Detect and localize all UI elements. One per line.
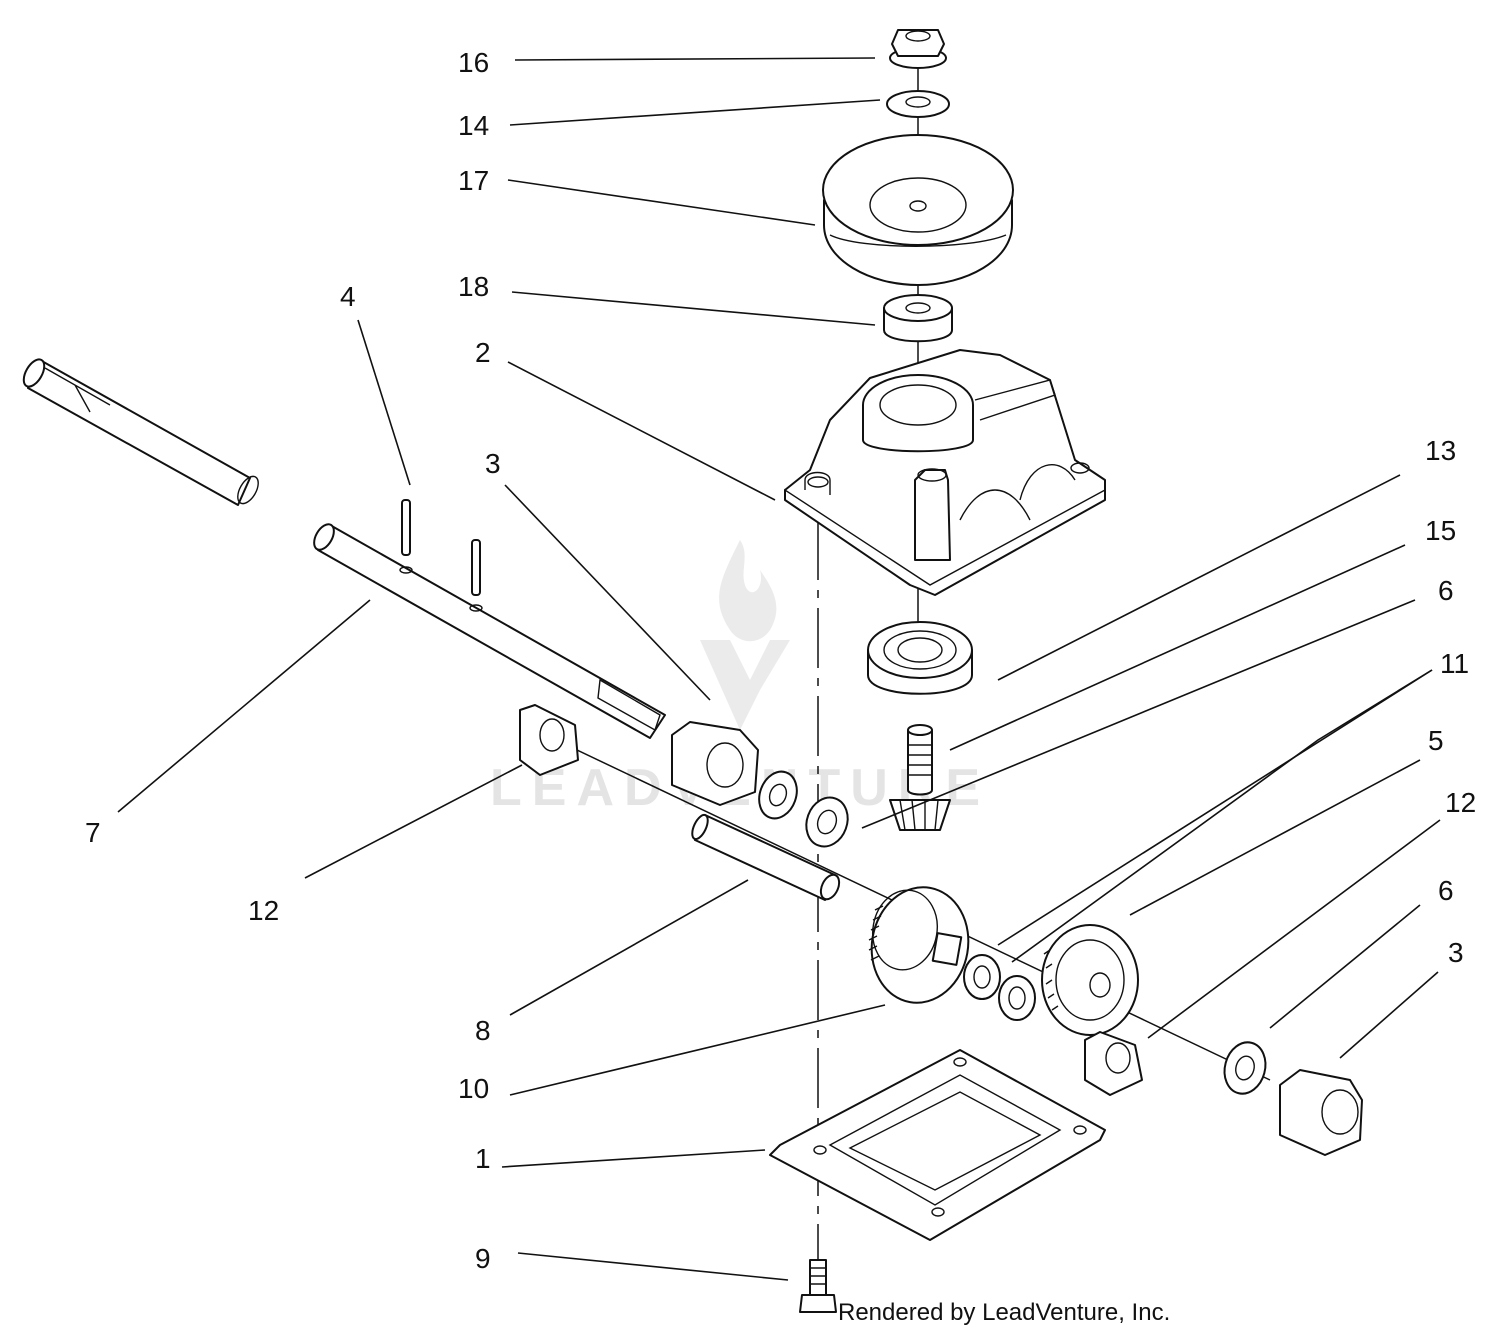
part-12-bushing-left xyxy=(519,704,579,776)
part-12-bushing-right xyxy=(1084,1031,1143,1096)
callout-8: 8 xyxy=(475,1015,491,1046)
part-3-bushing-left xyxy=(671,721,759,806)
callout-18: 18 xyxy=(458,271,489,302)
part-2-gearbox-housing xyxy=(784,349,1106,596)
part-1-cover-plate xyxy=(769,1049,1106,1241)
part-13-bearing xyxy=(867,621,973,695)
credit-text: Rendered by LeadVenture, Inc. xyxy=(838,1299,1170,1326)
part-8-shaft xyxy=(691,813,841,901)
callout-3-upper: 3 xyxy=(485,448,501,479)
part-6-washer-lower xyxy=(1223,1041,1267,1095)
part-9-bolt xyxy=(799,1259,837,1313)
callout-16: 16 xyxy=(458,47,489,78)
part-11-5-washers xyxy=(963,954,1036,1021)
callout-2: 2 xyxy=(475,337,491,368)
part-7-axle xyxy=(22,358,259,506)
callout-9: 9 xyxy=(475,1243,491,1274)
part-17-pulley xyxy=(822,134,1014,286)
part-16-flange-nut xyxy=(889,29,947,69)
callout-11: 11 xyxy=(1440,648,1469,679)
callout-1: 1 xyxy=(475,1143,491,1174)
callout-12-left: 12 xyxy=(248,895,279,926)
part-spur-gear xyxy=(1041,924,1139,1036)
callout-7: 7 xyxy=(85,817,101,848)
callout-labels: 16 14 17 18 2 4 3 13 15 6 11 5 12 6 3 7 … xyxy=(85,47,1476,1274)
part-axle-shaft xyxy=(313,523,666,739)
part-15-pinion-shaft xyxy=(889,724,951,831)
part-14-washer xyxy=(886,90,950,118)
callout-3-lower: 3 xyxy=(1448,937,1464,968)
part-10-bevel-gear xyxy=(868,886,970,1004)
callout-13: 13 xyxy=(1425,435,1456,466)
part-6-washers-upper xyxy=(758,770,849,848)
callout-14: 14 xyxy=(458,110,489,141)
callout-12-right: 12 xyxy=(1445,787,1476,818)
callout-4: 4 xyxy=(340,281,356,312)
part-3-bushing-right xyxy=(1279,1069,1363,1156)
watermark-v-icon xyxy=(700,640,790,730)
watermark-flame-icon xyxy=(719,540,777,642)
part-4-pins xyxy=(399,499,483,612)
callout-15: 15 xyxy=(1425,515,1456,546)
callout-5: 5 xyxy=(1428,725,1444,756)
leader-lines xyxy=(117,57,1441,1281)
callout-6-upper: 6 xyxy=(1438,575,1454,606)
callout-6-lower: 6 xyxy=(1438,875,1454,906)
callout-10: 10 xyxy=(458,1073,489,1104)
part-18-spacer xyxy=(883,294,953,343)
callout-17: 17 xyxy=(458,165,489,196)
